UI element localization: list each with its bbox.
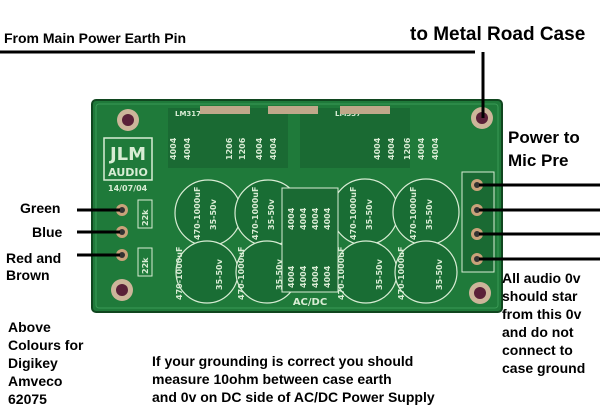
svg-text:470-1000uF: 470-1000uF: [397, 247, 406, 300]
brown-label: Brown: [6, 267, 50, 283]
grounding-note: If your grounding is correct you should …: [152, 352, 435, 406]
from-main-power-label: From Main Power Earth Pin: [4, 30, 187, 46]
svg-text:35-50v: 35-50v: [435, 258, 444, 290]
svg-text:4004: 4004: [287, 207, 296, 230]
svg-text:35-50v: 35-50v: [267, 198, 276, 230]
svg-text:4004: 4004: [431, 137, 440, 160]
svg-text:470-1000uF: 470-1000uF: [193, 187, 202, 240]
above-line-2: Colours for: [8, 337, 84, 353]
audio-line-5: connect to: [502, 342, 573, 358]
svg-text:1206: 1206: [238, 137, 247, 160]
capacitor-top-1: 470-1000uF 35-50v: [174, 179, 242, 247]
svg-text:4004: 4004: [323, 265, 332, 288]
input-pads: [116, 204, 128, 261]
blue-label: Blue: [32, 224, 63, 240]
capacitor-bottom-4: 470-1000uF 35-50v: [394, 240, 458, 304]
svg-text:4004: 4004: [299, 265, 308, 288]
green-label: Green: [20, 200, 61, 216]
bridge-rectifier: 4004 4004 4004 4004 4004 4004 4004 4004 …: [281, 187, 339, 308]
svg-text:470-1000uF: 470-1000uF: [349, 187, 358, 240]
svg-text:4004: 4004: [169, 137, 178, 160]
svg-text:22k: 22k: [141, 257, 150, 274]
svg-text:4004: 4004: [183, 137, 192, 160]
svg-text:4004: 4004: [417, 137, 426, 160]
svg-text:35-50v: 35-50v: [209, 198, 218, 230]
svg-text:4004: 4004: [373, 137, 382, 160]
svg-text:4004: 4004: [287, 265, 296, 288]
jlm-logo: JLM AUDIO: [103, 137, 153, 181]
mic-pre-label: Mic Pre: [508, 151, 569, 170]
audio-line-6: case ground: [502, 360, 586, 376]
svg-text:4004: 4004: [269, 137, 278, 160]
svg-text:470-1000uF: 470-1000uF: [337, 247, 346, 300]
top-diodes: 4004 4004 1206 1206 4004 4004 4004 4004 …: [169, 137, 440, 160]
wires: [0, 50, 600, 261]
acdc-label: AC/DC: [293, 297, 327, 308]
above-colours-note: Above Colours for Digikey Amveco 62075: [8, 318, 83, 408]
capacitor-bottom-3: 470-1000uF 35-50v: [334, 240, 398, 304]
capacitor-bottom-1: 470-1000uF 35-50v: [175, 240, 239, 304]
capacitor-top-4: 470-1000uF 35-50v: [392, 178, 460, 246]
svg-text:4004: 4004: [311, 265, 320, 288]
svg-text:4004: 4004: [311, 207, 320, 230]
logo-audio: AUDIO: [108, 166, 148, 179]
note-line-3: and 0v on DC side of AC/DC Power Supply: [152, 389, 435, 405]
svg-text:35-50v: 35-50v: [375, 258, 384, 290]
svg-text:1206: 1206: [403, 137, 412, 160]
audio-0v-note: All audio 0v should star from this 0v an…: [502, 269, 585, 377]
power-to-label: Power to: [508, 128, 580, 147]
above-line-5: 62075: [8, 391, 47, 407]
note-line-1: If your grounding is correct you should: [152, 353, 414, 369]
resistors-left: 22k 22k: [137, 199, 153, 277]
ic-lm317-label: LM317: [175, 110, 201, 118]
svg-text:1206: 1206: [225, 137, 234, 160]
note-line-2: measure 10ohm between case earth: [152, 371, 392, 387]
above-line-3: Digikey: [8, 355, 58, 371]
svg-text:35-50v: 35-50v: [425, 198, 434, 230]
svg-text:4004: 4004: [323, 207, 332, 230]
svg-text:35-50v: 35-50v: [275, 258, 284, 290]
audio-line-1: All audio 0v: [502, 270, 581, 286]
mounting-hole-bottom-right: [469, 282, 491, 304]
svg-text:470-1000uF: 470-1000uF: [237, 247, 246, 300]
svg-text:35-50v: 35-50v: [215, 258, 224, 290]
above-line-1: Above: [8, 319, 51, 335]
audio-line-4: and do not: [502, 324, 574, 340]
audio-line-2: should star: [502, 288, 578, 304]
board-date: 14/07/04: [108, 184, 148, 193]
svg-text:470-1000uF: 470-1000uF: [251, 187, 260, 240]
svg-text:35-50v: 35-50v: [365, 198, 374, 230]
mounting-hole-bottom-left: [111, 279, 133, 301]
svg-text:4004: 4004: [255, 137, 264, 160]
svg-text:470-1000uF: 470-1000uF: [409, 187, 418, 240]
output-pads: [461, 171, 495, 273]
svg-text:4004: 4004: [299, 207, 308, 230]
svg-text:22k: 22k: [141, 209, 150, 226]
above-line-4: Amveco: [8, 373, 63, 389]
to-metal-case-label: to Metal Road Case: [410, 24, 586, 45]
svg-text:470-1000uF: 470-1000uF: [175, 247, 184, 300]
regulator-section: LM317 LM337: [168, 106, 410, 168]
svg-text:4004: 4004: [387, 137, 396, 160]
red-and-label: Red and: [6, 250, 62, 266]
capacitor-top-3: 470-1000uF 35-50v: [331, 178, 399, 246]
mounting-hole-top-left: [117, 109, 139, 131]
audio-line-3: from this 0v: [502, 306, 582, 322]
logo-jlm: JLM: [108, 144, 146, 165]
